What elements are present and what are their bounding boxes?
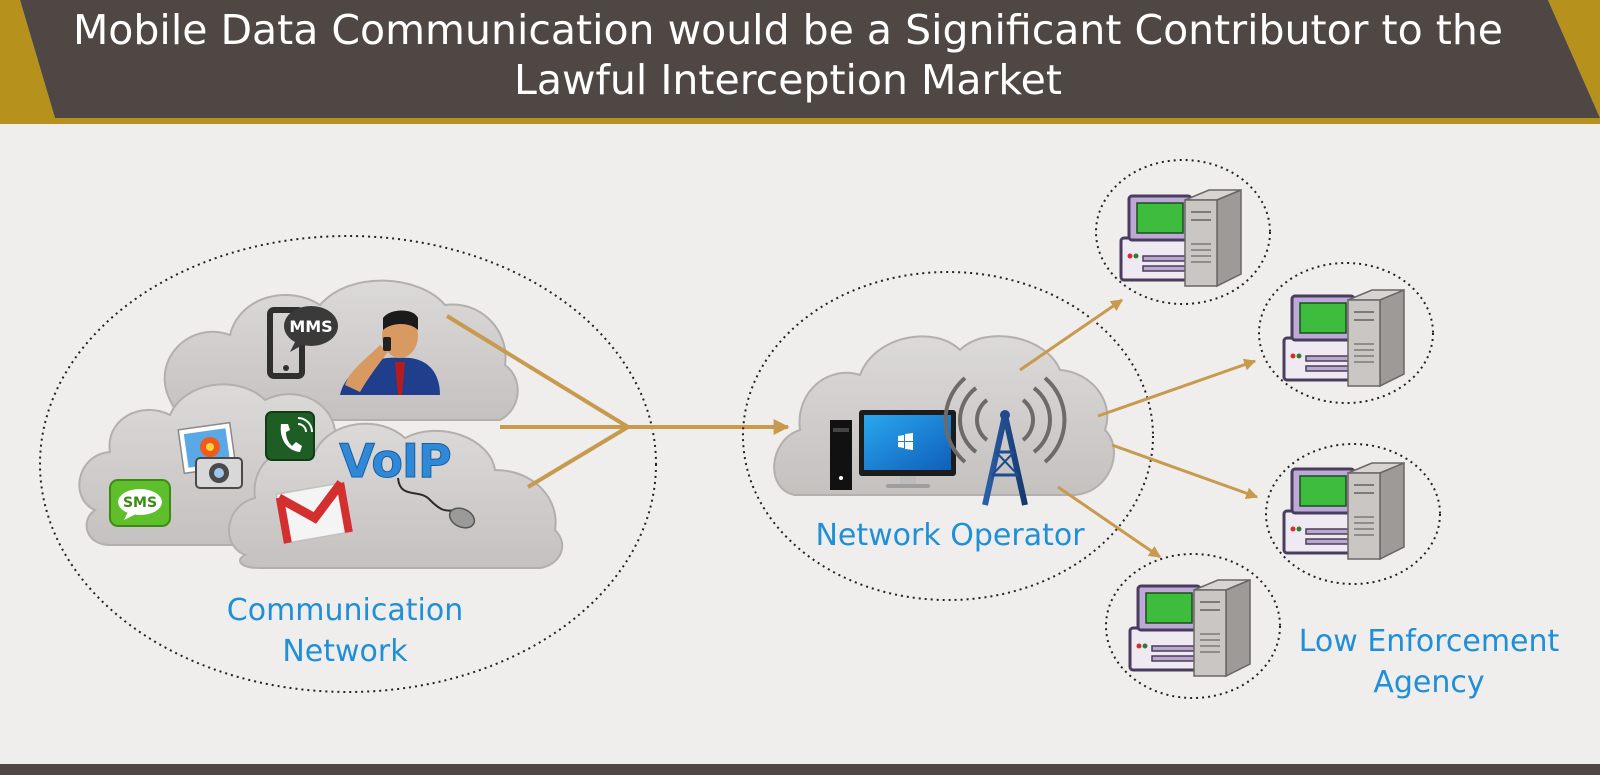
sms-icon-label: SMS — [123, 495, 157, 511]
communication-network-group: MMS — [39, 235, 657, 693]
network-operator-boundary — [742, 271, 1154, 601]
agency-group: Low Enforcement Agency — [1095, 159, 1560, 700]
communication-network-label-line1: Communication — [227, 593, 463, 628]
sms-icon: SMS — [109, 479, 171, 527]
mms-phone-icon: MMS — [267, 306, 338, 379]
page-title-line2: Lawful Interception Market — [514, 56, 1062, 104]
person-on-phone-icon — [340, 310, 440, 395]
arrow-to-agency-4 — [1057, 485, 1161, 559]
agency-terminal-2 — [1258, 262, 1434, 404]
photo-camera-icon — [177, 421, 243, 489]
header-gold-left — [0, 0, 55, 118]
outgoing-arrows — [1019, 298, 1259, 559]
header-banner: Mobile Data Communication would be a Sig… — [0, 0, 1600, 124]
voip-icon: VoIP — [339, 434, 476, 529]
communication-network-label-line2: Network — [282, 634, 408, 669]
header-underline — [0, 118, 1600, 124]
agency-label-line1: Low Enforcement — [1299, 624, 1560, 659]
agency-terminal-1 — [1095, 159, 1271, 305]
cell-tower-icon — [943, 376, 1067, 506]
page-title-line1: Mobile Data Communication would be a Sig… — [73, 6, 1503, 54]
monitor-icon — [859, 410, 956, 488]
arrow-upper-branch — [445, 314, 630, 429]
converging-arrows — [445, 314, 790, 489]
agency-terminal-4 — [1105, 553, 1281, 699]
arrow-to-agency-1 — [1019, 298, 1123, 372]
voip-icon-label: VoIP — [339, 434, 451, 488]
mms-icon-label: MMS — [289, 317, 332, 336]
phone-call-icon — [265, 411, 315, 461]
arrow-lower-branch — [526, 425, 630, 489]
agency-label-line2: Agency — [1373, 665, 1484, 700]
desktop-tower-icon — [830, 420, 852, 490]
bottom-bar — [0, 764, 1600, 775]
arrow-to-agency-2 — [1097, 358, 1257, 418]
agency-terminal-3 — [1265, 443, 1441, 585]
arrow-to-agency-3 — [1111, 443, 1259, 500]
communication-network-boundary — [39, 235, 657, 693]
header-background — [20, 0, 1600, 118]
network-operator-group: Network Operator — [742, 271, 1154, 601]
gmail-icon — [275, 480, 353, 545]
network-operator-label: Network Operator — [815, 518, 1085, 553]
